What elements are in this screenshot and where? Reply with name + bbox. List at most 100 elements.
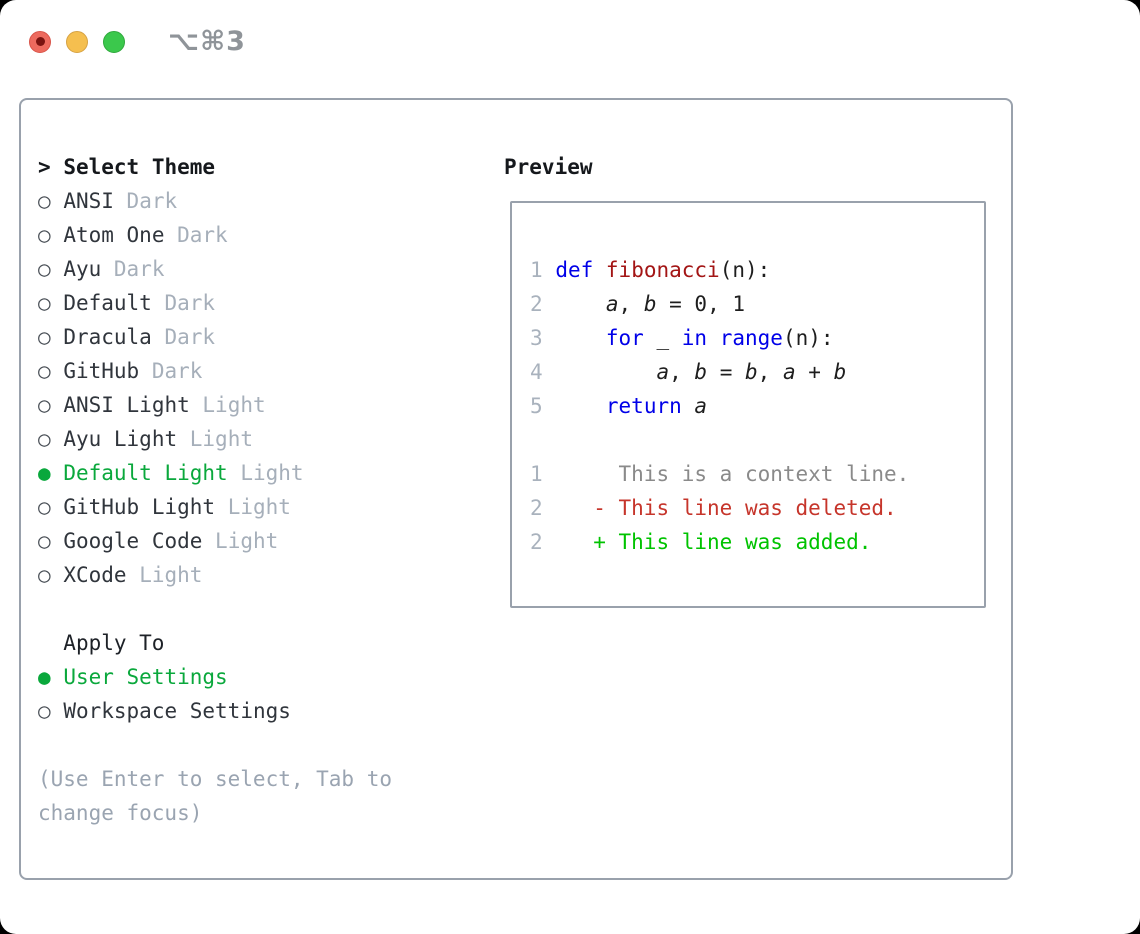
line-number: 4 bbox=[530, 360, 543, 384]
select-theme-title: Select Theme bbox=[63, 155, 216, 179]
radio-icon[interactable]: ○ bbox=[38, 325, 51, 349]
theme-name: Default Light bbox=[63, 461, 228, 485]
code-token bbox=[555, 394, 606, 418]
minimize-button[interactable] bbox=[66, 30, 88, 53]
unsaved-indicator-icon bbox=[35, 37, 45, 46]
code-token: a bbox=[605, 292, 619, 316]
theme-list-column: > Select Theme ○ ANSI Dark○ Atom One Dar… bbox=[21, 150, 504, 878]
code-token: return bbox=[605, 394, 682, 418]
code-line: 2 a, b = 0, 1 bbox=[530, 287, 984, 321]
spacer bbox=[38, 592, 504, 626]
theme-list-item[interactable]: ○ Dracula Dark bbox=[38, 320, 504, 354]
option-label: User Settings bbox=[63, 665, 228, 689]
theme-name: ANSI bbox=[63, 189, 114, 213]
line-number: 5 bbox=[530, 394, 543, 418]
theme-variant: Dark bbox=[177, 223, 228, 247]
diff-line: 2 - This line was deleted. bbox=[530, 491, 984, 525]
radio-icon[interactable]: ○ bbox=[38, 427, 51, 451]
preview-column: Preview 1 def fibonacci(n):2 a, b = 0, 1… bbox=[504, 150, 1011, 878]
theme-list-item[interactable]: ○ Default Dark bbox=[38, 286, 504, 320]
theme-name: Dracula bbox=[63, 325, 152, 349]
theme-list-item[interactable]: ○ GitHub Dark bbox=[38, 354, 504, 388]
line-number: 1 bbox=[530, 462, 543, 486]
spacer bbox=[38, 728, 504, 762]
line-number: 2 bbox=[530, 530, 543, 554]
diff-text: This is a context line. bbox=[593, 462, 910, 486]
radio-icon[interactable]: ○ bbox=[38, 189, 51, 213]
code-token: = bbox=[707, 360, 746, 384]
apply-to-header: Apply To bbox=[38, 626, 504, 660]
code-token: , bbox=[757, 360, 783, 384]
code-token: b bbox=[833, 360, 847, 384]
line-number: 2 bbox=[530, 496, 543, 520]
radio-icon[interactable]: ○ bbox=[38, 359, 51, 383]
theme-name: Default bbox=[63, 291, 152, 315]
theme-variant: Light bbox=[215, 529, 279, 553]
radio-icon[interactable]: ○ bbox=[38, 699, 51, 723]
theme-variant: Light bbox=[139, 563, 203, 587]
diff-text: - This line was deleted. bbox=[593, 496, 897, 520]
radio-selected-icon[interactable]: ● bbox=[38, 665, 51, 689]
diff-line: 2 + This line was added. bbox=[530, 525, 984, 559]
titlebar: ⌥⌘3 bbox=[29, 26, 246, 57]
radio-icon[interactable]: ○ bbox=[38, 291, 51, 315]
theme-name: Google Code bbox=[63, 529, 203, 553]
theme-variant: Dark bbox=[164, 291, 216, 315]
code-token: def bbox=[555, 258, 594, 282]
diff-text: + This line was added. bbox=[593, 530, 872, 554]
theme-list-item[interactable]: ○ Ayu Light Light bbox=[38, 422, 504, 456]
theme-variant: Dark bbox=[164, 325, 216, 349]
close-button[interactable] bbox=[29, 30, 51, 53]
radio-icon[interactable]: ○ bbox=[38, 223, 51, 247]
theme-variant: Light bbox=[240, 461, 304, 485]
theme-name: GitHub bbox=[63, 359, 140, 383]
code-token: = 0, 1 bbox=[656, 292, 746, 316]
theme-name: XCode bbox=[63, 563, 127, 587]
apply-to-options: ● User Settings○ Workspace Settings bbox=[38, 660, 504, 728]
diff-line: 1 This is a context line. bbox=[530, 457, 984, 491]
line-number: 2 bbox=[530, 292, 543, 316]
radio-icon[interactable]: ○ bbox=[38, 257, 51, 281]
code-token: + bbox=[795, 360, 834, 384]
theme-list-item[interactable]: ○ Google Code Light bbox=[38, 524, 504, 558]
theme-variant: Light bbox=[202, 393, 266, 417]
theme-variant: Dark bbox=[151, 359, 203, 383]
theme-list-item[interactable]: ○ GitHub Light Light bbox=[38, 490, 504, 524]
theme-name: GitHub Light bbox=[63, 495, 216, 519]
code-token: b bbox=[694, 360, 708, 384]
apply-to-option[interactable]: ● User Settings bbox=[38, 660, 504, 694]
theme-name: Ayu Light bbox=[63, 427, 178, 451]
code-line: 4 a, b = b, a + b bbox=[530, 355, 984, 389]
theme-list-item[interactable]: ○ ANSI Light Light bbox=[38, 388, 504, 422]
code-token: for bbox=[605, 326, 644, 350]
zoom-button[interactable] bbox=[103, 30, 125, 53]
theme-list: ○ ANSI Dark○ Atom One Dark○ Ayu Dark○ De… bbox=[38, 184, 504, 592]
radio-icon[interactable]: ○ bbox=[38, 495, 51, 519]
radio-icon[interactable]: ○ bbox=[38, 393, 51, 417]
select-theme-header: > Select Theme bbox=[38, 150, 504, 184]
theme-list-item[interactable]: ○ Atom One Dark bbox=[38, 218, 504, 252]
theme-name: Ayu bbox=[63, 257, 102, 281]
theme-variant: Light bbox=[227, 495, 291, 519]
apply-to-title: Apply To bbox=[63, 631, 165, 655]
code-token: b bbox=[745, 360, 758, 384]
theme-list-item[interactable]: ● Default Light Light bbox=[38, 456, 504, 490]
theme-name: Atom One bbox=[63, 223, 165, 247]
option-label: Workspace Settings bbox=[63, 699, 291, 723]
code-token: a bbox=[694, 394, 708, 418]
theme-list-item[interactable]: ○ Ayu Dark bbox=[38, 252, 504, 286]
code-token bbox=[555, 326, 606, 350]
radio-icon[interactable]: ○ bbox=[38, 529, 51, 553]
radio-icon[interactable]: ○ bbox=[38, 563, 51, 587]
code-token: in bbox=[681, 326, 708, 350]
apply-to-option[interactable]: ○ Workspace Settings bbox=[38, 694, 504, 728]
theme-list-item[interactable]: ○ ANSI Dark bbox=[38, 184, 504, 218]
theme-list-item[interactable]: ○ XCode Light bbox=[38, 558, 504, 592]
diff-snippet: 1 This is a context line.2 - This line w… bbox=[530, 457, 984, 559]
code-token: (n): bbox=[782, 326, 834, 350]
radio-selected-icon[interactable]: ● bbox=[38, 461, 51, 485]
code-token bbox=[682, 394, 695, 418]
